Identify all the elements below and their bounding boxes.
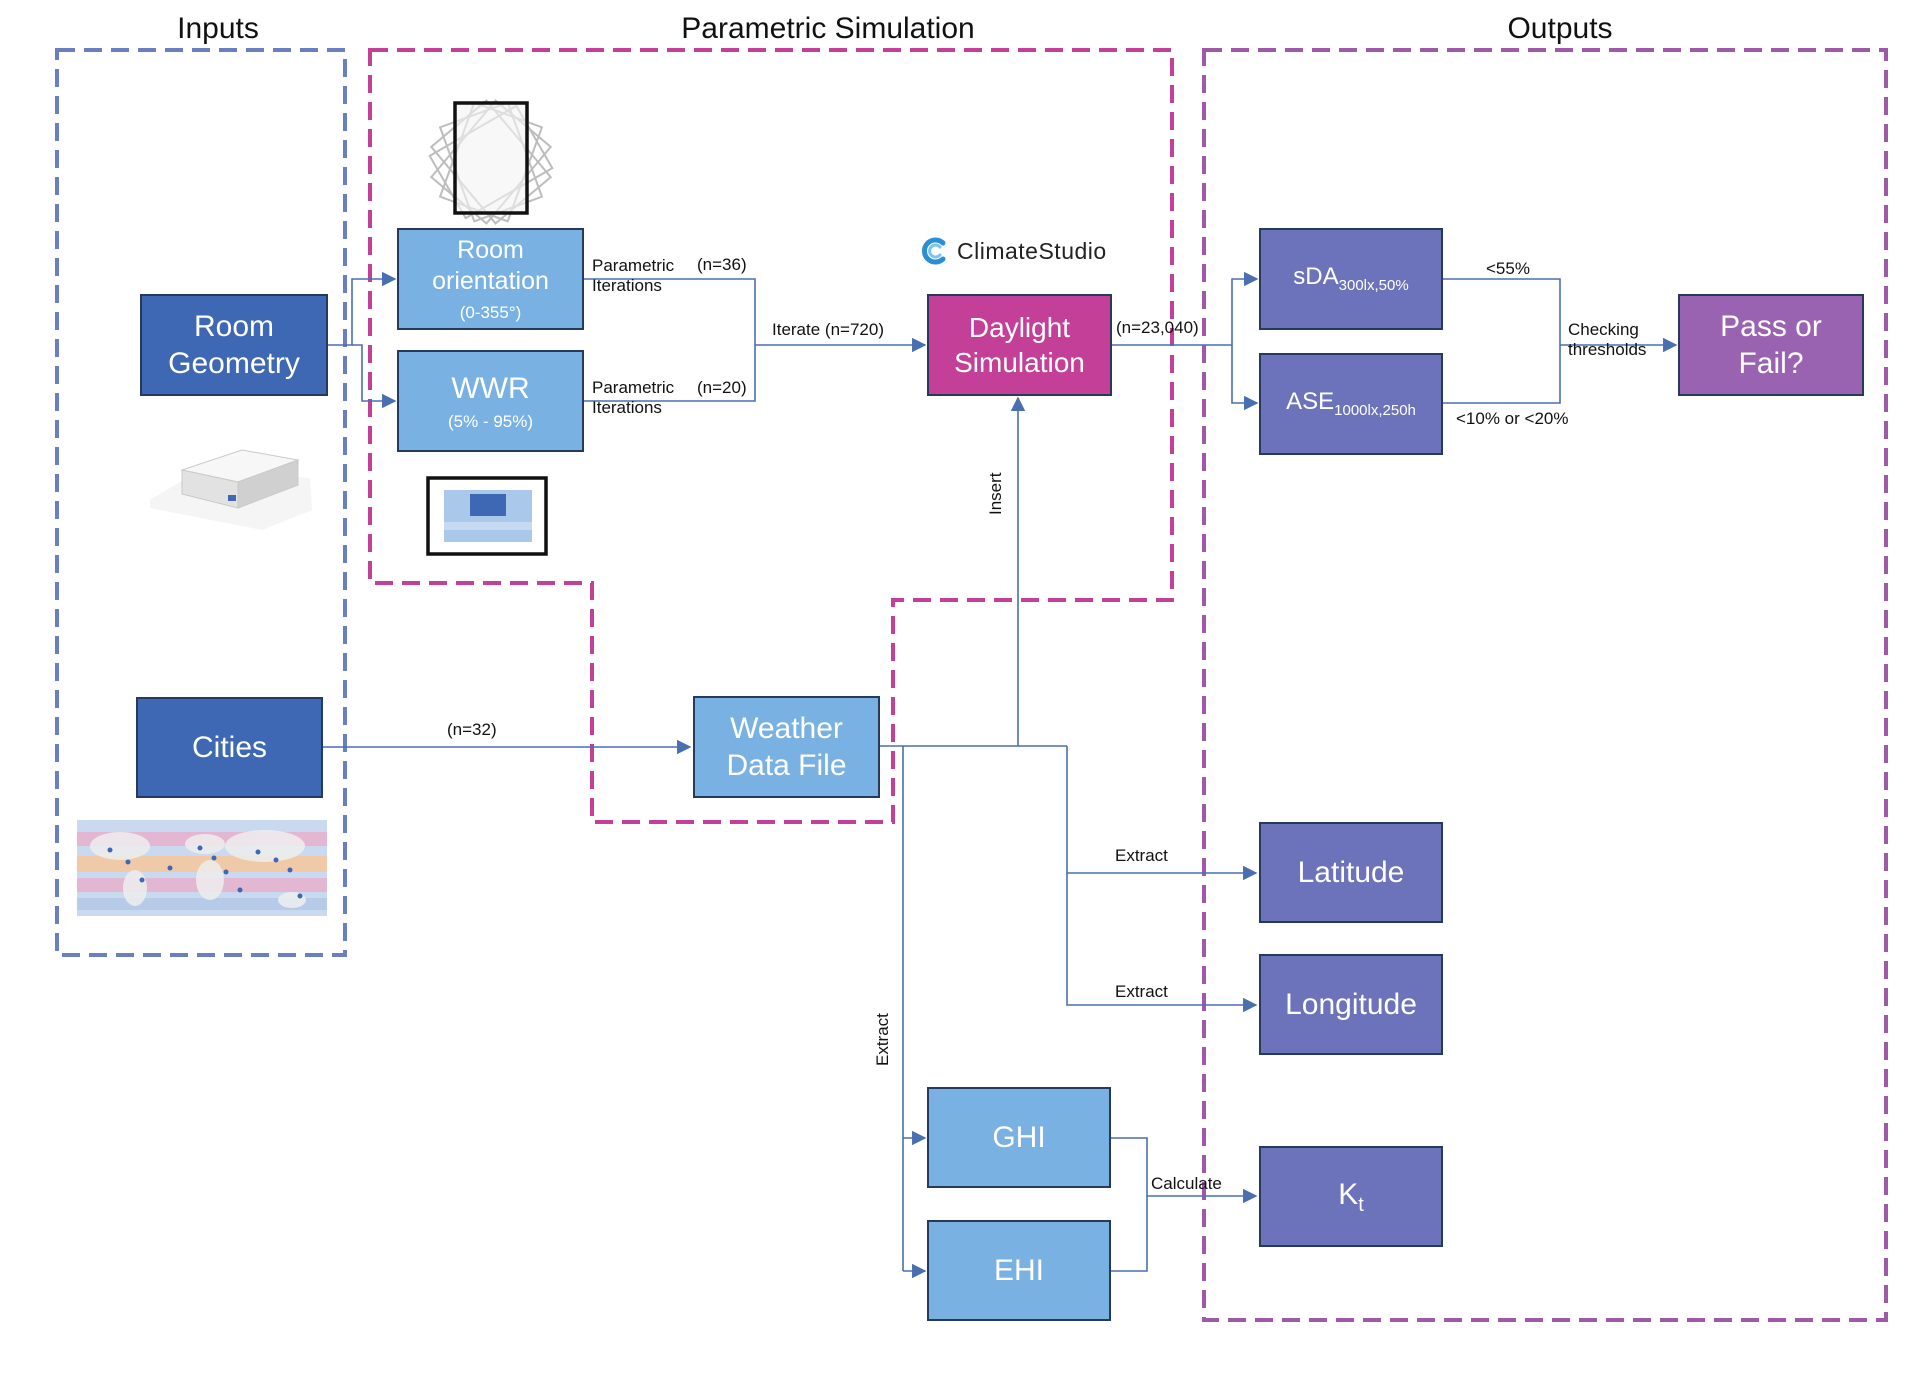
ehi-label: EHI — [993, 1253, 1044, 1287]
sda-label: sDA300lx,50% — [1293, 262, 1408, 296]
wire-ase-to-check — [1443, 345, 1561, 404]
ase-box: ASE1000lx,250h — [1259, 353, 1443, 455]
n23040-label: (n=23,040) — [1116, 318, 1199, 337]
world-map-icon — [77, 820, 327, 916]
room-3d-model-icon — [150, 449, 312, 530]
wwr-label: WWR — [451, 371, 530, 405]
ase-threshold-label: <10% or <20% — [1456, 409, 1569, 428]
ghi-label: GHI — [992, 1120, 1046, 1154]
climatestudio-logo-text: ClimateStudio — [957, 237, 1107, 264]
kt-subscript: t — [1358, 1193, 1364, 1216]
parametric-iterations-label-1: Parametric Iterations — [592, 256, 675, 296]
wire-extract-longitude — [1066, 873, 1258, 1013]
weather-data-file-label: Weather Data File — [726, 711, 847, 783]
extract-latitude-label: Extract — [1115, 846, 1168, 865]
parametric-region-border — [368, 48, 1174, 824]
inputs-region-border — [55, 48, 347, 957]
pass-or-fail-box: Pass or Fail? — [1678, 294, 1864, 396]
ase-label: ASE1000lx,250h — [1286, 387, 1416, 421]
extract-vertical-label: Extract — [873, 1013, 892, 1066]
checking-thresholds-label: Checking thresholds — [1568, 320, 1647, 360]
insert-label: Insert — [986, 472, 1005, 515]
room-orientation-label: Room orientation — [432, 236, 549, 296]
kt-label: Kt — [1338, 1176, 1364, 1218]
ase-subscript: 1000lx,250h — [1334, 402, 1416, 420]
outputs-region-border — [1202, 48, 1888, 1322]
wire-orientation-merge — [584, 278, 756, 345]
cities-box: Cities — [136, 697, 323, 798]
pass-or-fail-label: Pass or Fail? — [1720, 309, 1822, 381]
sda-metric-name: sDA — [1293, 263, 1339, 291]
n20-label: (n=20) — [697, 378, 747, 397]
extract-longitude-label: Extract — [1115, 982, 1168, 1001]
room-geometry-label: Room Geometry — [168, 309, 300, 381]
daylight-simulation-label: Daylight Simulation — [954, 312, 1085, 378]
parametric-simulation-title: Parametric Simulation — [681, 12, 975, 45]
wire-geometry-to-orientation — [328, 271, 397, 346]
parametric-iterations-label-2: Parametric Iterations — [592, 378, 675, 418]
n32-label: (n=32) — [447, 720, 497, 739]
wire-sda-to-check — [1443, 278, 1561, 345]
outputs-title: Outputs — [1507, 12, 1613, 45]
kt-box: Kt — [1259, 1146, 1443, 1247]
iterate-label: Iterate (n=720) — [772, 320, 884, 339]
cities-label: Cities — [191, 730, 267, 764]
wire-to-sda — [1231, 271, 1259, 345]
wire-geometry-to-wwr — [352, 344, 397, 409]
rotated-rectangles-icon — [428, 99, 554, 225]
wire-wwr-merge — [584, 345, 756, 402]
kt-letter: K — [1338, 1177, 1359, 1211]
latitude-label: Latitude — [1297, 855, 1405, 889]
weather-data-file-box: Weather Data File — [693, 696, 880, 798]
room-orientation-range: (0-355°) — [459, 302, 522, 322]
latitude-box: Latitude — [1259, 822, 1443, 923]
room-geometry-box: Room Geometry — [140, 294, 328, 396]
wire-to-ase — [1231, 345, 1259, 411]
inputs-title: Inputs — [177, 12, 259, 45]
ase-metric-name: ASE — [1286, 388, 1335, 416]
longitude-label: Longitude — [1285, 987, 1417, 1021]
ghi-box: GHI — [927, 1087, 1111, 1188]
sda-subscript: 300lx,50% — [1338, 277, 1409, 295]
climatestudio-logo-icon — [922, 237, 946, 265]
climatestudio-logo: ClimateStudio — [921, 237, 1107, 265]
sda-threshold-label: <55% — [1486, 259, 1530, 278]
n36-label: (n=36) — [697, 255, 747, 274]
daylight-simulation-box: Daylight Simulation — [927, 294, 1112, 396]
longitude-box: Longitude — [1259, 954, 1443, 1055]
room-orientation-box: Room orientation (0-355°) — [397, 228, 584, 330]
wire-ehi-merge — [1111, 1196, 1148, 1272]
wwr-box: WWR (5% - 95%) — [397, 350, 584, 452]
sda-box: sDA300lx,50% — [1259, 228, 1443, 330]
calculate-label: Calculate — [1151, 1174, 1222, 1193]
wwr-range: (5% - 95%) — [447, 412, 534, 432]
wire-ghi-merge — [1111, 1137, 1148, 1196]
window-facade-icon — [426, 476, 548, 556]
ehi-box: EHI — [927, 1220, 1111, 1321]
